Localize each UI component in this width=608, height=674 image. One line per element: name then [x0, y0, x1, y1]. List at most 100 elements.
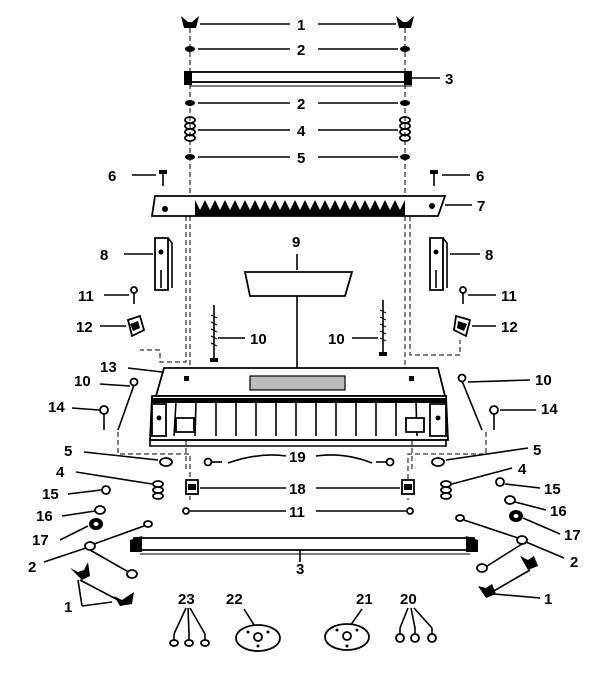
washer-2-left-a — [143, 520, 153, 528]
leader-line-17-right — [522, 517, 561, 535]
leader-line-5-right — [445, 447, 529, 461]
leader-line-23 — [173, 607, 206, 635]
slot-block-left — [175, 417, 195, 433]
callout-4-left: 4 — [56, 464, 65, 481]
callout-9: 9 — [292, 234, 300, 251]
leader-line-15-right — [504, 483, 541, 489]
callout-5-right: 5 — [533, 442, 541, 459]
assembly-line-lower-left — [89, 549, 133, 575]
screw-11-bottom-right — [406, 507, 414, 515]
nut-17-left — [89, 518, 103, 530]
assembly-line-lower-right-b — [491, 569, 531, 593]
label-plate — [243, 271, 354, 297]
leader-line-16-left — [61, 510, 96, 517]
callout-15-right: 15 — [544, 481, 561, 498]
leader-line-1-left — [77, 579, 113, 607]
washer-1-right — [476, 563, 488, 573]
screw-10-inner-left — [210, 305, 218, 362]
bracket-8-right — [429, 237, 448, 291]
nut-17-right — [509, 510, 523, 522]
clip-12-right — [453, 314, 472, 338]
callout-8-left: 8 — [100, 247, 108, 264]
leader-line-4-right — [451, 467, 513, 485]
callout-19: 19 — [289, 449, 306, 466]
wing-nut-lower-left-a — [70, 562, 90, 580]
callout-15-left: 15 — [42, 486, 59, 503]
screw-19-left — [203, 457, 222, 467]
nut-14-right — [489, 405, 499, 430]
lower-guide-right — [407, 432, 487, 500]
callout-7: 7 — [477, 198, 485, 215]
screw-23-a — [169, 634, 179, 647]
leader-line-4-left — [75, 471, 153, 485]
callout-5-left: 5 — [64, 443, 72, 460]
spring-4-left — [152, 480, 164, 500]
screw-23-c — [200, 634, 210, 647]
callout-13: 13 — [100, 359, 117, 376]
callout-12-right: 12 — [501, 319, 518, 336]
callout-11-right: 11 — [501, 288, 517, 305]
callout-5-top: 5 — [297, 150, 305, 167]
wing-nut-lower-right-a — [478, 584, 496, 598]
serrated-knife-bar — [150, 195, 447, 217]
leader-line-1-right — [493, 593, 541, 599]
leader-line-10-outer-right — [467, 379, 531, 383]
nut-20-b — [410, 628, 420, 643]
slot-block-right — [405, 417, 425, 433]
disc-21 — [324, 623, 370, 651]
assembly-guide-left — [140, 28, 191, 368]
bracket-8-left — [154, 237, 173, 291]
nut-20-a — [395, 628, 405, 643]
callout-10-outer-right: 10 — [535, 372, 552, 389]
callout-23: 23 — [178, 591, 195, 608]
screw-6-left — [159, 170, 167, 186]
callout-8-right: 8 — [485, 247, 493, 264]
clamp-18-left — [185, 479, 199, 495]
callout-12-left: 12 — [76, 319, 93, 336]
washer-2-right-b — [516, 535, 528, 545]
main-housing — [149, 367, 449, 447]
washer-16-right — [504, 495, 516, 505]
callout-1-top: 1 — [297, 17, 305, 34]
callout-2-left: 2 — [28, 559, 36, 576]
washer-16-left — [94, 505, 106, 515]
leader-line-13 — [127, 367, 163, 373]
washer-5-left — [159, 457, 173, 467]
washer-2-left-b — [84, 541, 96, 551]
callout-4-top: 4 — [297, 123, 306, 140]
screw-19-right — [376, 457, 395, 467]
clamp-18-right — [401, 479, 415, 495]
washer-2-right-a — [455, 514, 465, 522]
callout-17-left: 17 — [32, 532, 49, 549]
callout-1-right: 1 — [544, 591, 552, 608]
callout-22: 22 — [226, 591, 243, 608]
leader-line-16-right — [514, 501, 547, 511]
callout-14-right: 14 — [541, 401, 558, 418]
screw-10-outer-left — [117, 377, 139, 431]
leader-line-2-right — [463, 519, 565, 559]
lower-guide-left — [117, 432, 191, 500]
callout-21: 21 — [356, 591, 373, 608]
callout-1-left: 1 — [64, 599, 72, 616]
screw-6-right — [430, 170, 438, 186]
callout-11-left: 11 — [78, 288, 94, 305]
callout-3-bottom: 3 — [296, 561, 304, 578]
nut-15-left — [101, 485, 111, 495]
bottom-clamp-bar — [130, 536, 478, 555]
nut-15-right — [495, 477, 505, 487]
screw-23-b — [184, 634, 194, 647]
wing-nut-lower-left-b — [114, 592, 134, 606]
leader-line-17-left — [59, 525, 89, 541]
callout-10-inner-right: 10 — [328, 331, 345, 348]
leader-line-15-left — [67, 489, 102, 495]
wing-nut-top-right — [396, 16, 414, 28]
clip-12-left — [126, 314, 146, 338]
leader-line-2-left — [43, 525, 145, 563]
leader-line-14-left — [71, 407, 100, 411]
screw-11-bottom-left — [182, 507, 190, 515]
wing-nut-top-left — [181, 16, 199, 28]
leader-line-19 — [227, 454, 373, 464]
washer-5-right — [431, 457, 445, 467]
top-clamp-bar — [184, 71, 412, 87]
